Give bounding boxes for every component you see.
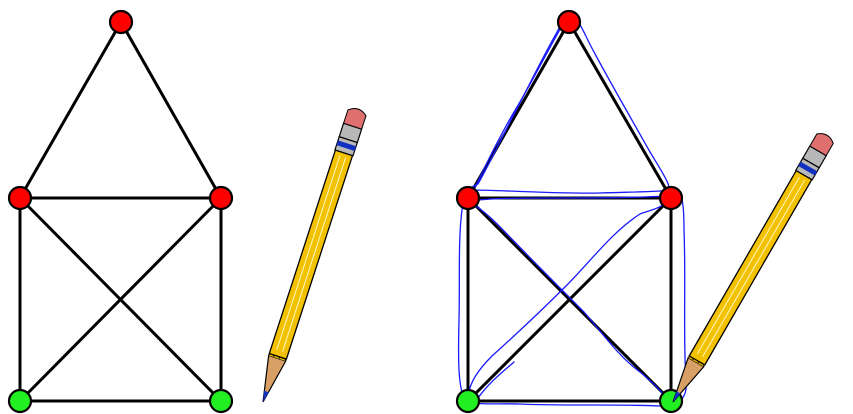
graph-edge (567, 20, 673, 200)
graph-edge (466, 20, 571, 200)
graph-node-red (658, 185, 684, 211)
pencil-icon (672, 133, 834, 403)
graph-node-red (7, 185, 33, 211)
graph-node-red (208, 185, 234, 211)
graph-edge (18, 20, 123, 200)
graph-edges (18, 20, 223, 403)
graph-node-green (208, 388, 234, 414)
euler-trace-path (457, 15, 687, 407)
pencil-icon (262, 108, 367, 403)
graph-panel-right (455, 9, 834, 414)
graph-node-red (108, 9, 134, 35)
graph-node-green (455, 388, 481, 414)
graph-nodes (455, 9, 684, 414)
graph-node-red (455, 185, 481, 211)
graph-edge (18, 196, 223, 403)
euler-trace-path (477, 195, 666, 201)
graph-nodes (7, 9, 234, 414)
graph-edges (466, 20, 673, 403)
graph-node-red (556, 9, 582, 35)
graph-panel-left (7, 9, 367, 414)
euler-trace-path (473, 23, 564, 191)
graph-edge (119, 20, 223, 200)
graph-node-green (7, 388, 33, 414)
graph-edge (466, 196, 673, 403)
